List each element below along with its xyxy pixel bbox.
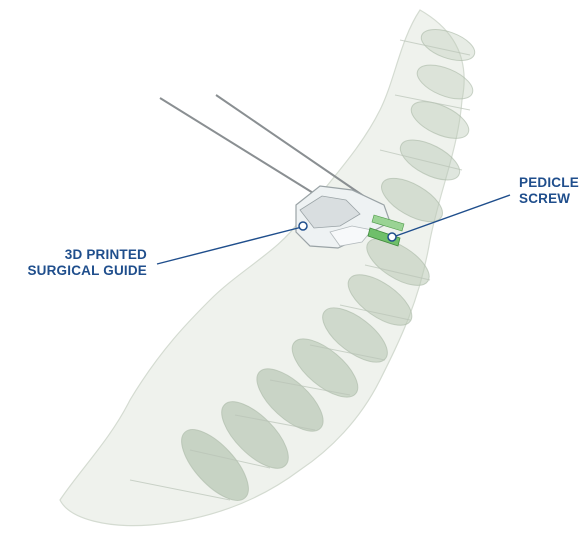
leader-dot-guide [299, 222, 307, 230]
leader-dot-screw [388, 233, 396, 241]
label-pedicle-screw: PEDICLE SCREW [519, 175, 585, 207]
wire-left [160, 98, 318, 196]
label-surgical-guide: 3D PRINTED SURGICAL GUIDE [0, 247, 147, 279]
